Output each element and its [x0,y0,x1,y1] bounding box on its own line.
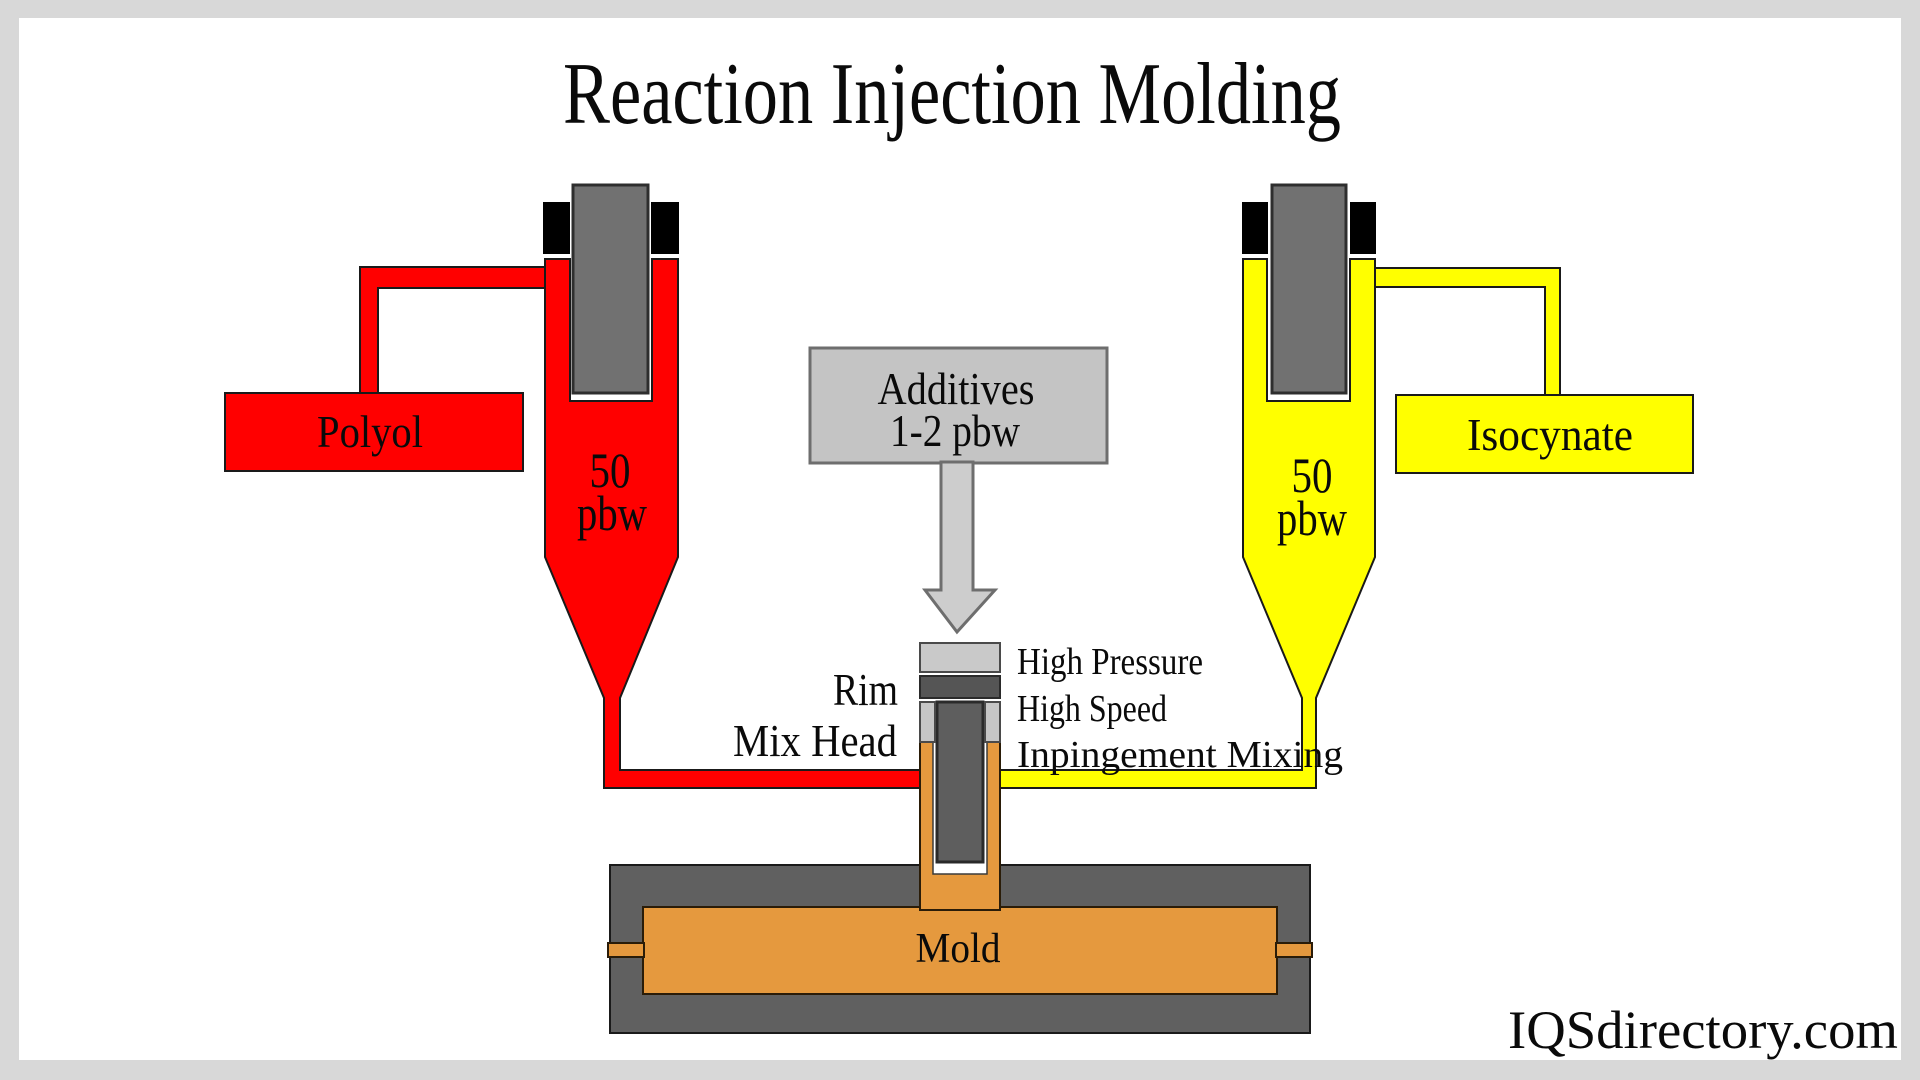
polyol-piston [571,183,650,395]
isocynate-piston [1270,183,1348,395]
mixhead-label-line1: Rim [833,664,898,715]
page-title: Reaction Injection Molding [563,46,1341,143]
isocynate-amount-line1: 50 [1292,447,1333,503]
additives-line1: Additives [878,363,1035,414]
mold-label: Mold [916,926,1001,972]
isocynate-label: Isocynate [1467,409,1633,460]
mixhead-note-line3: Inpingement Mixing [1017,734,1343,776]
isocynate-seal-right [1350,202,1376,254]
mixhead-band [919,675,1001,699]
mold-vent-right [1275,942,1313,958]
mixhead-note-line1: High Pressure [1017,641,1203,683]
mixhead-sleeve-right [984,701,1001,743]
polyol-seal-right [651,202,679,254]
isocynate-supply-box [1395,394,1694,474]
mixhead-sleeve-left [919,701,936,743]
polyol-amount-line1: 50 [590,442,631,498]
mixhead-piston [935,700,985,864]
mixhead-note-line2: High Speed [1017,688,1167,730]
watermark: IQSdirectory.com [1508,1000,1898,1060]
mixhead-label-line2: Mix Head [733,715,897,766]
mixhead-cap [919,642,1001,673]
polyol-amount-line2: pbw [577,485,647,541]
additives-box [808,346,1109,465]
additives-line2: 1-2 pbw [890,405,1021,456]
mold-vent-left [607,942,645,958]
polyol-seal-left [543,202,570,254]
isocynate-seal-left [1242,202,1268,254]
polyol-supply-box [224,392,524,472]
polyol-tank-funnel [544,258,921,789]
polyol-label: Polyol [317,406,423,457]
additives-arrow-down-icon [921,460,999,635]
isocynate-tank-funnel [999,258,1376,789]
isocynate-amount-line2: pbw [1277,490,1347,546]
mold-cavity [642,906,1278,995]
